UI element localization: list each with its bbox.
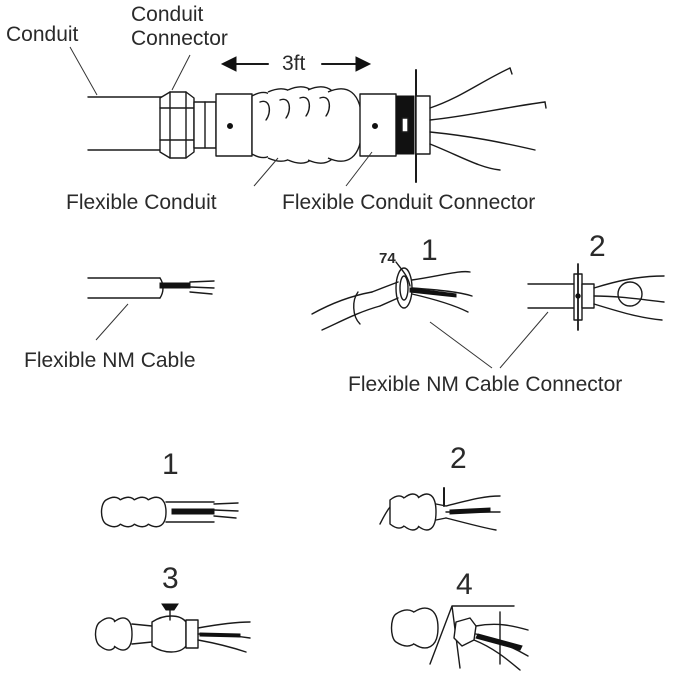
conduit-connector-pointer xyxy=(171,54,191,91)
label-flexible-nm-cable: Flexible NM Cable xyxy=(24,349,196,372)
nm-connector-step-1 xyxy=(311,261,473,331)
flexible-conduit-connector-pointer xyxy=(345,151,373,187)
label-flexible-nm-cable-connector: Flexible NM Cable Connector xyxy=(348,373,623,396)
conduit-assembly xyxy=(87,67,547,183)
nm-step-number-2: 2 xyxy=(589,230,606,263)
conduit-pointer xyxy=(69,46,98,96)
flexible-conduit-corrugations xyxy=(251,86,363,164)
nm-connector-step-2 xyxy=(527,263,665,331)
conduit-connector-nut xyxy=(159,91,195,159)
conduit-pipe xyxy=(87,96,166,151)
flex-connector-left xyxy=(215,93,253,157)
label-conduit: Conduit xyxy=(6,23,79,46)
conduit-step-3 xyxy=(94,603,251,653)
nm-step-number-1: 1 xyxy=(421,234,438,267)
label-flexible-conduit-connector: Flexible Conduit Connector xyxy=(282,191,536,214)
conduit-step-number-4: 4 xyxy=(456,568,473,601)
conduit-step-number-2: 2 xyxy=(450,442,467,475)
label-flexible-conduit: Flexible Conduit xyxy=(66,191,217,214)
conduit-step-number-3: 3 xyxy=(162,562,179,595)
length-arrows xyxy=(220,56,372,72)
flex-connector-right xyxy=(359,93,397,157)
nm-cable xyxy=(87,277,215,341)
flexible-conduit-pointer xyxy=(253,157,279,187)
conduit-step-1 xyxy=(100,496,239,528)
label-length: 3ft xyxy=(282,52,306,75)
conduit-step-number-1: 1 xyxy=(162,448,179,481)
conduit-step-4 xyxy=(390,605,529,671)
nm-connector-pointer-2 xyxy=(499,311,549,369)
nm-cable-pointer xyxy=(95,303,129,341)
label-conduit-connector-line2: Connector xyxy=(131,27,228,50)
nm-connector-pointer-1 xyxy=(429,321,493,369)
label-conduit-connector-line1: Conduit xyxy=(131,3,204,26)
conduit-step-2 xyxy=(379,487,501,531)
step1-small-label: 74 xyxy=(379,250,396,267)
